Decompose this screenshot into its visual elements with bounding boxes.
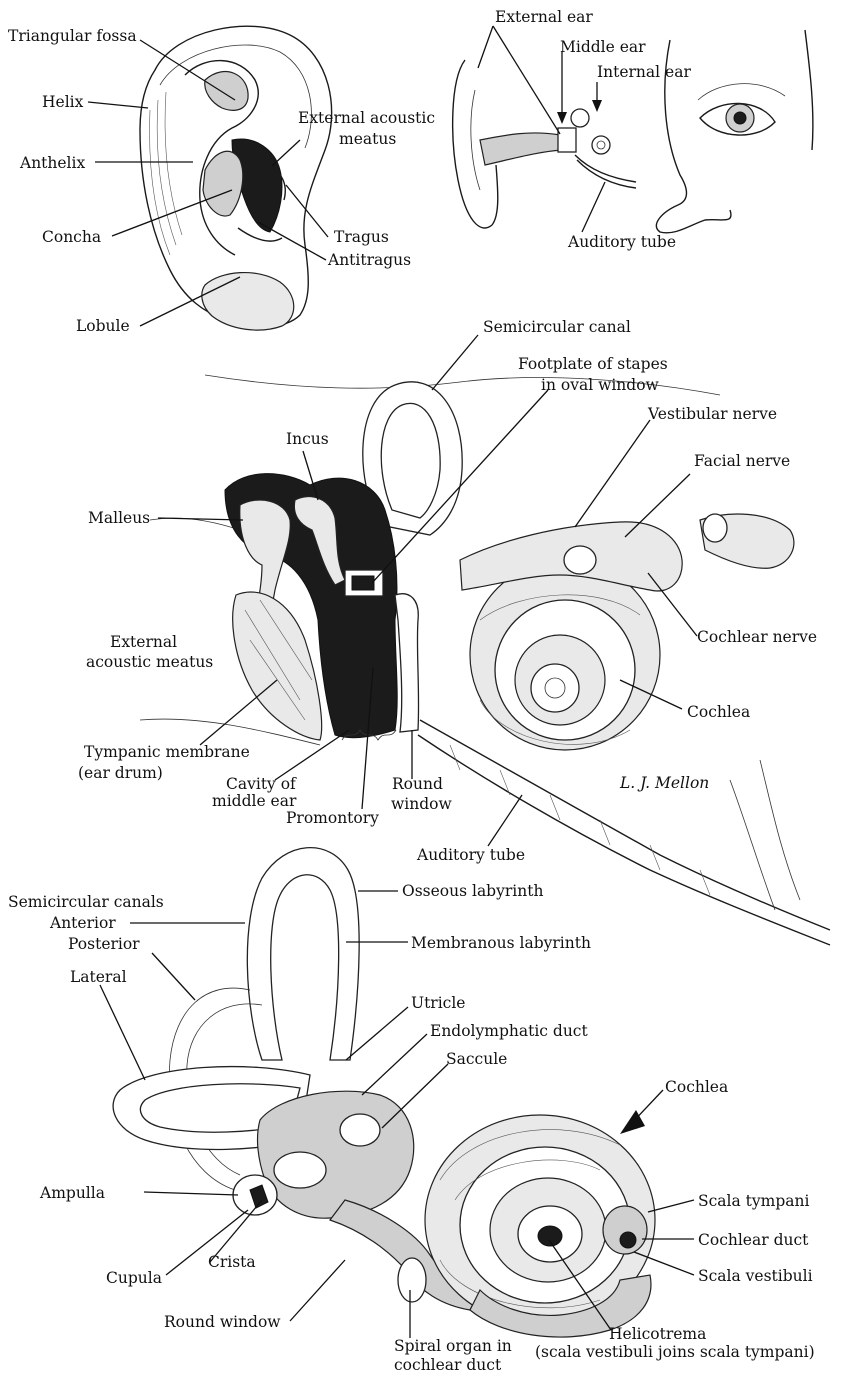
label-scala-tympani: Scala tympani [698, 1192, 809, 1210]
label-cavity-line1: Cavity of [226, 775, 297, 793]
label-helicotrema-line2: (scala vestibuli joins scala tympani) [535, 1343, 815, 1361]
label-ampulla: Ampulla [39, 1184, 105, 1202]
label-antitragus: Antitragus [327, 251, 411, 269]
label-external-acoustic-meatus-2-line2: acoustic meatus [86, 653, 213, 671]
label-malleus: Malleus [88, 509, 150, 527]
label-tympanic-membrane-line2: (ear drum) [78, 764, 163, 782]
label-external-acoustic-meatus-line1: External acoustic [298, 109, 435, 127]
label-endolymphatic-duct: Endolymphatic duct [430, 1022, 588, 1040]
label-triangular-fossa: Triangular fossa [8, 27, 137, 45]
label-cochlea-middle: Cochlea [687, 703, 750, 721]
label-spiral-organ-line2: cochlear duct [394, 1356, 502, 1374]
head-drawing [453, 30, 813, 233]
label-semicircular-canals: Semicircular canals [8, 893, 164, 911]
inner-ear-drawing [113, 848, 655, 1337]
label-tragus: Tragus [334, 228, 389, 246]
middle-ear-labels: Semicircular canal Footplate of stapes i… [78, 318, 817, 864]
label-cochlea-inner: Cochlea [665, 1078, 728, 1096]
middle-ear-arrowhead [557, 112, 567, 124]
label-facial-nerve: Facial nerve [694, 452, 790, 470]
label-lateral: Lateral [70, 968, 127, 986]
label-external-acoustic-meatus-2-line1: External [110, 633, 177, 651]
label-middle-ear: Middle ear [560, 38, 646, 56]
label-cochlear-nerve: Cochlear nerve [697, 628, 817, 646]
label-osseous-labyrinth: Osseous labyrinth [402, 882, 543, 900]
label-utricle: Utricle [411, 994, 465, 1012]
label-cupula: Cupula [106, 1269, 162, 1287]
label-anterior: Anterior [49, 914, 116, 932]
internal-ear-arrowhead [592, 100, 602, 112]
label-lobule: Lobule [76, 317, 130, 335]
label-internal-ear: Internal ear [597, 63, 691, 81]
label-middle-auditory-tube: Auditory tube [416, 846, 525, 864]
label-helix: Helix [42, 93, 84, 111]
label-helicotrema-line1: Helicotrema [609, 1325, 706, 1343]
label-membranous-labyrinth: Membranous labyrinth [411, 934, 591, 952]
label-round-window-line2: window [391, 795, 452, 813]
label-tympanic-membrane-line1: Tympanic membrane [84, 743, 250, 761]
label-vestibular-nerve: Vestibular nerve [647, 405, 777, 423]
label-cochlear-duct: Cochlear duct [698, 1231, 809, 1249]
label-concha: Concha [42, 228, 101, 246]
label-footplate-line1: Footplate of stapes [518, 355, 668, 373]
label-posterior: Posterior [68, 935, 140, 953]
label-round-window-inner: Round window [164, 1313, 281, 1331]
label-footplate-line2: in oval window [541, 376, 660, 394]
label-scala-vestibuli: Scala vestibuli [698, 1267, 813, 1285]
label-head-auditory-tube: Auditory tube [567, 233, 676, 251]
artist-signature: L. J. Mellon [619, 774, 709, 792]
label-cavity-line2: middle ear [212, 792, 297, 810]
label-promontory: Promontory [286, 809, 379, 827]
label-external-ear: External ear [495, 8, 593, 26]
label-spiral-organ-line1: Spiral organ in [394, 1337, 512, 1355]
label-anthelix: Anthelix [19, 154, 85, 172]
label-semicircular-canal: Semicircular canal [483, 318, 631, 336]
label-round-window-line1: Round [392, 775, 443, 793]
label-external-acoustic-meatus-line2: meatus [339, 130, 396, 148]
auricle-drawing [140, 26, 332, 330]
label-saccule: Saccule [446, 1050, 507, 1068]
label-incus: Incus [286, 430, 329, 448]
label-crista: Crista [208, 1253, 256, 1271]
